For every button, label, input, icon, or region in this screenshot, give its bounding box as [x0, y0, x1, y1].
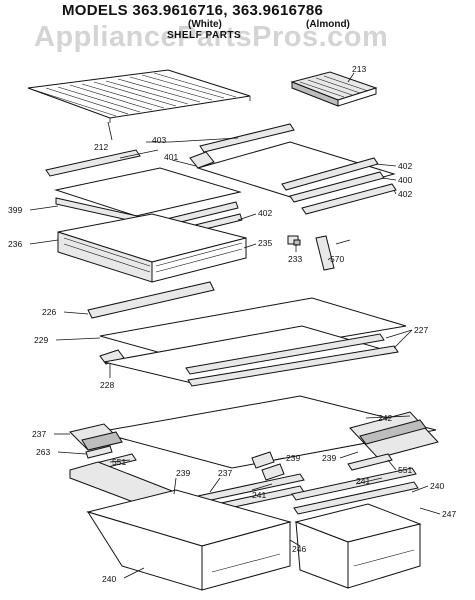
part-240-crisper-drawer-right[interactable] [294, 503, 422, 589]
part-233-clip[interactable] [287, 235, 301, 246]
part-213-egg-tray[interactable] [290, 71, 378, 107]
callout-239-b: 239 [286, 453, 300, 463]
callout-240-a: 240 [430, 481, 444, 491]
part-226-shelf-front-trim[interactable] [87, 281, 215, 319]
callout-240-b: 240 [102, 574, 116, 584]
section-title: SHELF PARTS [167, 30, 242, 41]
callout-242: 242 [378, 413, 392, 423]
callout-400: 400 [398, 175, 412, 185]
part-239-clip[interactable] [251, 451, 285, 481]
variant-almond: (Almond) [306, 19, 350, 30]
callout-213: 213 [352, 64, 366, 74]
callout-241-a: 241 [252, 490, 266, 500]
callout-402-a: 402 [398, 161, 412, 171]
part-212-wire-shelf[interactable] [27, 69, 251, 123]
watermark: AppliancePartsPros.com [34, 21, 389, 53]
callout-399: 399 [8, 205, 22, 215]
callout-labels: 213 212 403 401 402 400 402 399 402 236 … [8, 64, 456, 584]
variant-white: (White) [188, 19, 222, 30]
part-227-shelf-trim[interactable] [185, 333, 399, 387]
callout-401: 401 [164, 152, 178, 162]
callout-239-a: 239 [176, 468, 190, 478]
callout-228: 228 [100, 380, 114, 390]
callout-226: 226 [42, 307, 56, 317]
callout-551-b: 551 [398, 465, 412, 475]
part-551-slide-right[interactable] [347, 453, 393, 471]
models-title: MODELS 363.9616716, 363.9616786 [62, 2, 324, 19]
part-241-drawer-trim-right[interactable] [291, 467, 419, 515]
callout-402-c: 402 [258, 208, 272, 218]
callout-241-b: 241 [356, 476, 370, 486]
callout-237-b: 237 [218, 468, 232, 478]
callout-551-a: 551 [112, 457, 126, 467]
diagram-header: AppliancePartsPros.com MODELS 363.961671… [0, 0, 475, 62]
callout-402-b: 402 [398, 189, 412, 199]
callout-570: 570 [330, 254, 344, 264]
part-242-crisper-glass[interactable] [97, 395, 437, 469]
callout-235: 235 [258, 238, 272, 248]
callout-239-c: 239 [322, 453, 336, 463]
callout-236: 236 [8, 239, 22, 249]
part-237-rail-right[interactable] [349, 411, 439, 459]
callout-229: 229 [34, 335, 48, 345]
part-401-glass-shelf-right[interactable] [189, 141, 397, 215]
part-403-shelf-trim[interactable] [45, 123, 295, 177]
callout-403: 403 [152, 135, 166, 145]
part-236-crisper-cover[interactable] [57, 213, 247, 283]
callout-227: 227 [414, 325, 428, 335]
callout-233: 233 [288, 254, 302, 264]
part-570-support-bracket[interactable] [315, 235, 351, 271]
callout-246: 246 [292, 544, 306, 554]
callout-263: 263 [36, 447, 50, 457]
leader-lines [29, 72, 441, 579]
part-240-crisper-drawer-left[interactable] [86, 489, 292, 591]
part-263-rail-support[interactable] [85, 445, 113, 459]
part-237-rail-left[interactable] [69, 423, 123, 451]
callout-247: 247 [442, 509, 456, 519]
callout-237-a: 237 [32, 429, 46, 439]
callout-212: 212 [94, 142, 108, 152]
